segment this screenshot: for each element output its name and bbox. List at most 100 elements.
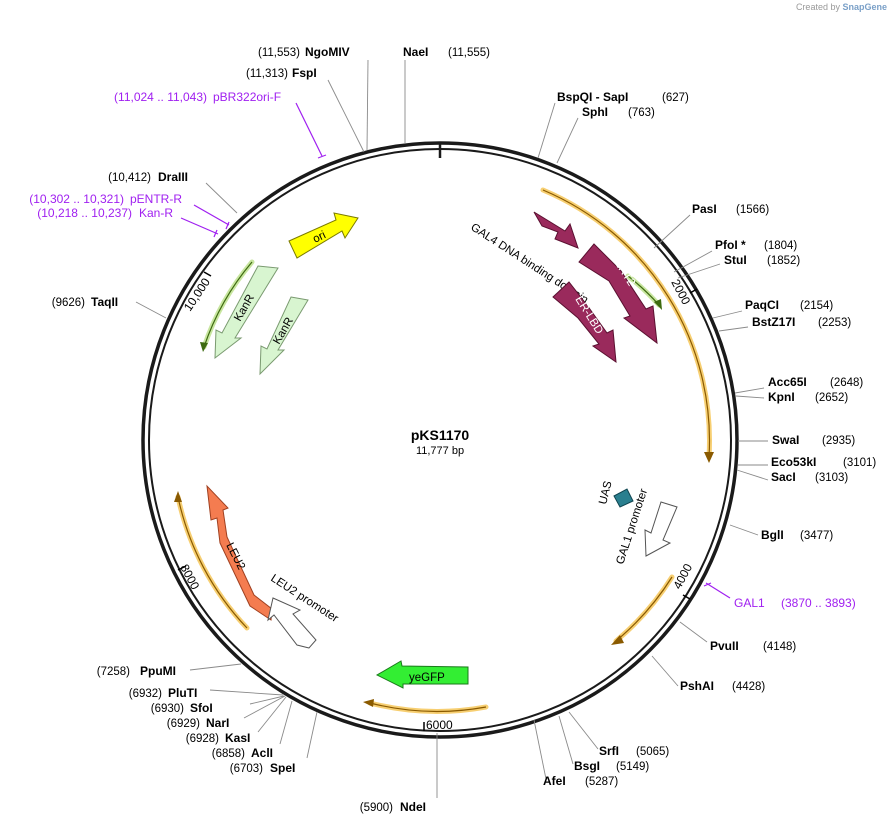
primer-name-pbr322ori-f[interactable]: pBR322ori-F: [213, 90, 281, 104]
cut-name-pfoi[interactable]: PfoI *: [715, 238, 746, 252]
feature-uas-box[interactable]: [613, 488, 634, 508]
credit-brand: SnapGene: [842, 2, 887, 12]
primer-range-pentr-r: (10,302 .. 10,321): [29, 192, 124, 206]
cut-name-bstz17i[interactable]: BstZ17I: [752, 315, 795, 329]
cut-name-bgli[interactable]: BglI: [761, 528, 784, 542]
cut-name-ngomiv[interactable]: NgoMIV: [305, 45, 350, 59]
cut-name-eco53ki[interactable]: Eco53kI: [771, 455, 816, 469]
leader-ppumi: [189, 663, 242, 671]
cut-name-pvuii[interactable]: PvuII: [710, 639, 739, 653]
cut-pos-acli: (6858): [212, 748, 245, 760]
cut-pos-ndei: (5900): [360, 802, 393, 814]
cut-name-swai[interactable]: SwaI: [772, 433, 799, 447]
primer-name-kan-r[interactable]: Kan-R: [139, 206, 173, 220]
feature-leu2[interactable]: LEU2: [206, 484, 273, 621]
leader-paqci: [712, 310, 743, 319]
cut-name-ndei[interactable]: NdeI: [400, 800, 426, 814]
cut-name-bspqi-sapi[interactable]: BspQI - SapI: [557, 90, 628, 104]
plasmid-name: pKS1170: [411, 427, 470, 443]
feature-uas[interactable]: UAS: [597, 480, 634, 508]
cut-name-pluti[interactable]: PluTI: [168, 686, 197, 700]
cut-name-sphi[interactable]: SphI: [582, 105, 608, 119]
feature-leu2-promoter[interactable]: LEU2 promoter: [267, 572, 340, 649]
cut-name-spei[interactable]: SpeI: [270, 761, 295, 775]
leader-bstz17i: [718, 326, 749, 332]
cut-name-fspi[interactable]: FspI: [292, 66, 317, 80]
leader-fspi: [327, 79, 365, 153]
cut-pos-naei: (11,555): [448, 47, 490, 59]
cut-name-stui[interactable]: StuI: [724, 253, 747, 267]
cut-pos-saci: (3103): [815, 472, 848, 484]
cut-name-kasi[interactable]: KasI: [225, 731, 250, 745]
leader-pshai: [651, 655, 679, 687]
cut-name-afei[interactable]: AfeI: [543, 774, 566, 788]
primer-range-gal1: (3870 .. 3893): [781, 596, 856, 610]
cut-name-saci[interactable]: SacI: [771, 470, 796, 484]
cut-pos-bsgi: (5149): [616, 761, 649, 773]
feature-leu2-arrow[interactable]: [206, 484, 273, 621]
cut-name-srfi[interactable]: SrfI: [599, 744, 619, 758]
cut-pos-taqii: (9626): [52, 297, 85, 309]
cut-pos-pfoi: (1804): [764, 240, 797, 252]
feature-ori-label: ori: [311, 229, 328, 245]
orf-track-kanr-arrowhead: [200, 342, 208, 352]
feature-kanr-1-arrow[interactable]: [214, 265, 279, 360]
cut-pos-afei: (5287): [585, 776, 618, 788]
cut-pos-kpni: (2652): [815, 392, 848, 404]
cut-name-pshai[interactable]: PshAI: [680, 679, 714, 693]
cut-name-acc65i[interactable]: Acc65I: [768, 375, 807, 389]
feature-gal1-promoter-arrow[interactable]: [644, 501, 678, 557]
feature-kanr-2[interactable]: KanR: [259, 296, 309, 376]
orf-track-gal1-glow: [613, 574, 675, 644]
orf-track-gal4-ert2: [542, 189, 711, 458]
cut-site-labels: (11,553) NgoMIV NaeI (11,555) (11,313) F…: [52, 45, 877, 814]
primer-name-gal1[interactable]: GAL1: [734, 596, 765, 610]
primer-gal1-mark: [703, 582, 712, 587]
cut-name-bsgi[interactable]: BsgI: [574, 759, 600, 773]
cut-name-nari[interactable]: NarI: [206, 716, 229, 730]
feature-yegfp[interactable]: yeGFP: [375, 660, 469, 689]
feature-kanr-2-arrow[interactable]: [259, 296, 309, 376]
primer-labels: (11,024 .. 11,043) pBR322ori-F (10,302 .…: [29, 90, 855, 610]
feature-ert2-arrow[interactable]: [578, 243, 658, 345]
feature-kanr-1[interactable]: KanR: [214, 265, 279, 360]
orf-track-leu2: [177, 496, 248, 629]
cut-name-paqci[interactable]: PaqCI: [745, 298, 779, 312]
cut-pos-fspi: (11,313): [246, 68, 288, 80]
leader-acc65i: [734, 387, 765, 394]
cut-name-sfoi[interactable]: SfoI: [190, 701, 213, 715]
cut-pos-acc65i: (2648): [830, 377, 863, 389]
cut-pos-nari: (6929): [167, 718, 200, 730]
cut-pos-pluti: (6932): [129, 688, 162, 700]
cut-pos-bgli: (3477): [800, 530, 833, 542]
cut-pos-draiii: (10,412): [108, 172, 151, 184]
feature-leu2-promoter-arrow[interactable]: [267, 597, 317, 649]
cut-name-naei[interactable]: NaeI: [403, 45, 428, 59]
credit-prefix: Created by: [795, 2, 840, 12]
cut-name-acli[interactable]: AclI: [251, 746, 273, 760]
leader-srfi: [568, 711, 599, 750]
cut-name-draiii[interactable]: DraIII: [158, 170, 188, 184]
primer-range-pbr322ori-f: (11,024 .. 11,043): [114, 90, 207, 104]
leader-spei: [306, 711, 318, 759]
cut-name-taqii[interactable]: TaqII: [91, 295, 118, 309]
cut-name-ppumi[interactable]: PpuMI: [140, 664, 176, 678]
feature-gal4-dbd-arrow[interactable]: [533, 211, 579, 249]
feature-yegfp-arrow[interactable]: [375, 660, 469, 689]
leader-bspqi: [537, 102, 556, 159]
leader-taqii: [135, 301, 167, 319]
feature-ori[interactable]: ori: [288, 212, 359, 259]
primer-name-pentr-r[interactable]: pENTR-R: [130, 192, 182, 206]
cut-name-pasi[interactable]: PasI: [692, 202, 717, 216]
leader-pentr-r: [193, 204, 230, 226]
feature-ori-arrow[interactable]: [288, 212, 359, 259]
tick-2000: [689, 288, 698, 294]
leader-nari: [243, 695, 286, 719]
leader-pfoi: [673, 250, 713, 273]
cut-name-kpni[interactable]: KpnI: [768, 390, 795, 404]
cut-pos-pvuii: (4148): [763, 641, 796, 653]
leader-bsgi: [558, 715, 574, 765]
features: ori KanR KanR GAL4 DNA binding domain ER…: [206, 211, 678, 689]
feature-er-lbd-arrow[interactable]: [552, 281, 617, 364]
cut-pos-swai: (2935): [822, 435, 855, 447]
